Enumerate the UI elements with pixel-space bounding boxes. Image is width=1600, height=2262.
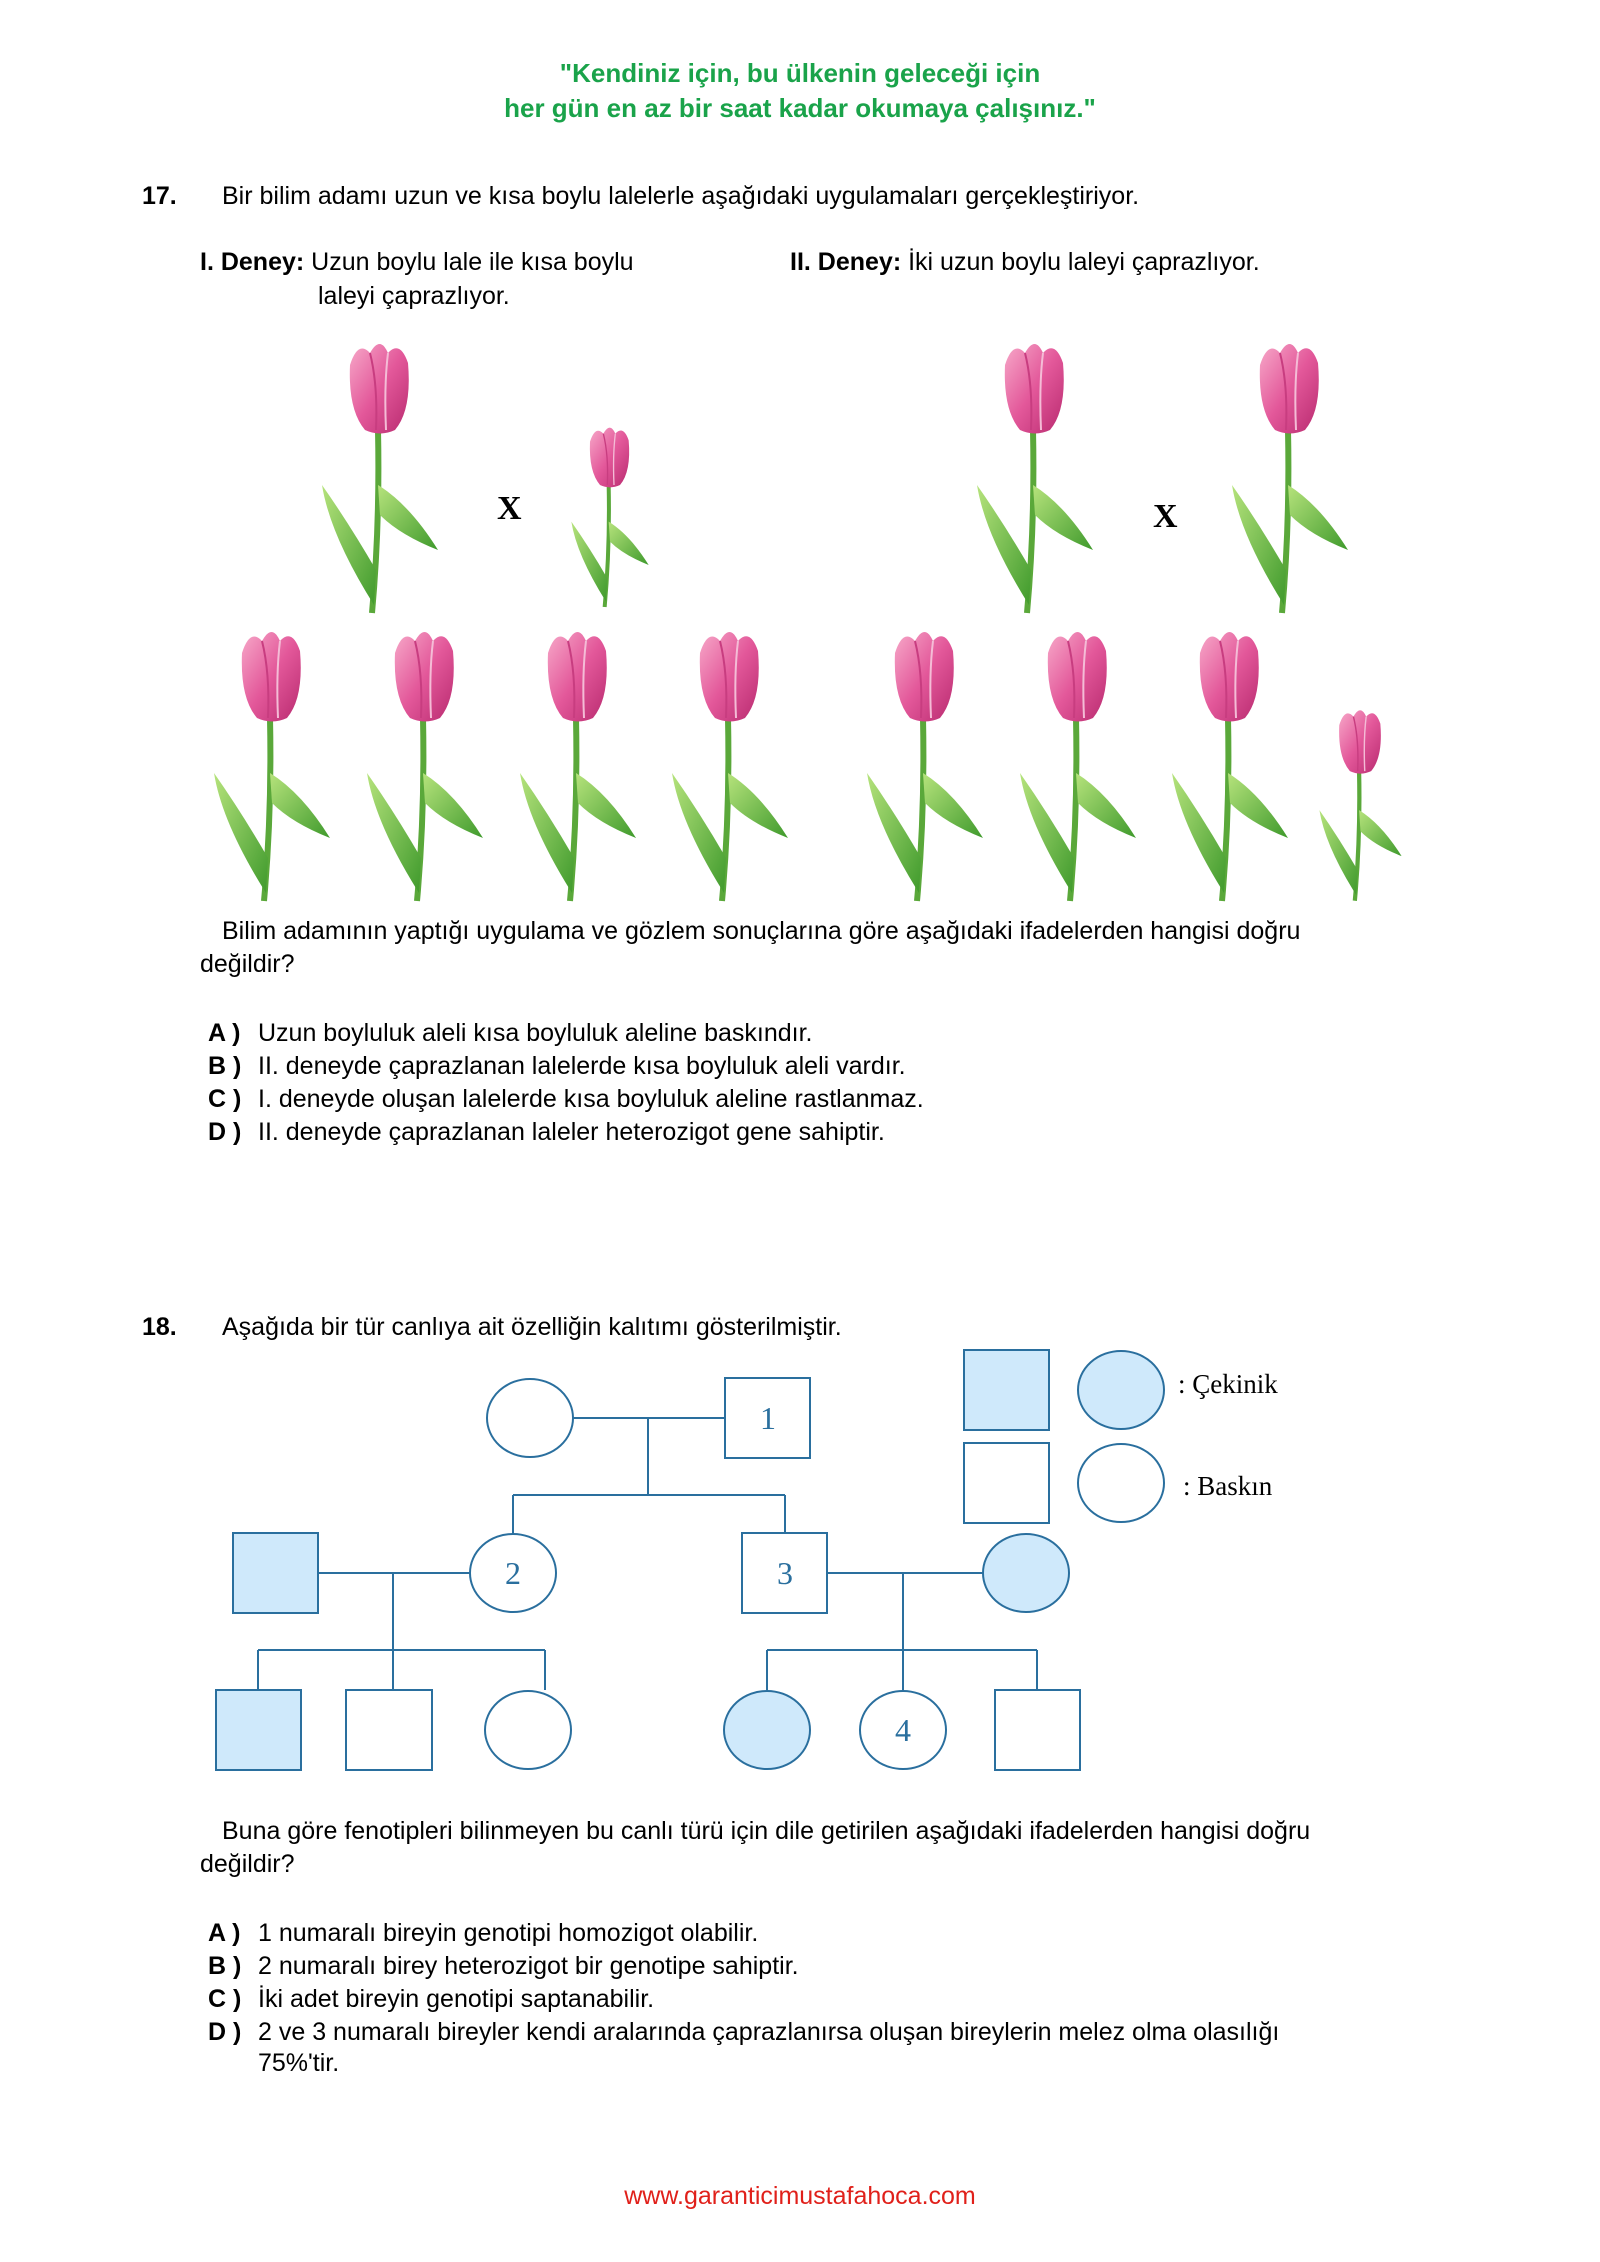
legend-dominant-label: : Baskın: [1183, 1471, 1273, 1501]
exp1-text: Uzun boylu lale ile kısa boylu: [311, 248, 634, 276]
option-text: 1 numaralı bireyin genotipi homozigot ol…: [258, 1919, 759, 1947]
option-text: 2 ve 3 numaralı bireyler kendi aralarınd…: [258, 2018, 1280, 2046]
cross-symbol-2: X: [1153, 498, 1178, 535]
legend-male-dominant: [963, 1442, 1050, 1524]
pedigree-label-3: 3: [777, 1555, 793, 1591]
q17-question-line2: değildir?: [200, 950, 295, 978]
legend-female-dominant: [1077, 1443, 1165, 1523]
cross-symbol-1: X: [497, 490, 522, 527]
q17-number: 17.: [142, 182, 177, 210]
pedigree-female-affected: [982, 1533, 1070, 1613]
footer-url[interactable]: www.garanticimustafahoca.com: [624, 2182, 976, 2210]
q17-option-a[interactable]: A ) Uzun boyluluk aleli kısa boyluluk ale…: [208, 1017, 812, 1050]
option-letter: C ): [208, 1085, 242, 1113]
pedigree-label-1: 1: [760, 1400, 776, 1436]
option-letter: B ): [208, 1952, 242, 1980]
exp2-text: İki uzun boylu laleyi çaprazlıyor.: [908, 248, 1260, 276]
option-letter: C ): [208, 1985, 242, 2013]
q17-question-line1: Bilim adamının yaptığı uygulama ve gözle…: [222, 917, 1301, 945]
option-text: II. deneyde çaprazlanan laleler heterozi…: [258, 1118, 885, 1146]
option-text: 2 numaralı birey heterozigot bir genotip…: [258, 1952, 799, 1980]
q18-option-d[interactable]: D ) 2 ve 3 numaralı bireyler kendi aralar…: [208, 2016, 1279, 2049]
exp1-text-line2: laleyi çaprazlıyor.: [318, 282, 510, 310]
option-letter: B ): [208, 1052, 242, 1080]
pedigree-female-4: [859, 1690, 947, 1770]
exp1-label: I. Deney:: [200, 248, 305, 276]
motto-line-1: "Kendiniz için, bu ülkenin geleceği için: [559, 58, 1041, 88]
pedigree-female-affected: [723, 1690, 811, 1770]
pedigree-label-4: 4: [895, 1712, 911, 1748]
option-text: Uzun boyluluk aleli kısa boyluluk alelin…: [258, 1019, 813, 1047]
pedigree-female-unaffected: [484, 1690, 572, 1770]
legend-recessive-label: : Çekinik: [1178, 1369, 1278, 1399]
option-text: II. deneyde çaprazlanan lalelerde kısa b…: [258, 1052, 906, 1080]
exp2-label: II. Deney:: [790, 248, 902, 276]
q18-question-line2: değildir?: [200, 1850, 295, 1878]
pedigree-male-affected: [215, 1689, 302, 1771]
pedigree-label-2: 2: [505, 1555, 521, 1591]
pedigree-male-3: [741, 1532, 828, 1614]
q17-exp2: II. Deney: İki uzun boylu laleyi çaprazl…: [790, 248, 1260, 277]
option-letter: D ): [208, 2018, 242, 2046]
legend-female-recessive: [1077, 1350, 1165, 1430]
q18-number: 18.: [142, 1313, 177, 1341]
q18-question-line1: Buna göre fenotipleri bilinmeyen bu canl…: [222, 1817, 1311, 1845]
q18-option-b[interactable]: B ) 2 numaralı birey heterozigot bir geno…: [208, 1950, 799, 1983]
option-text: İki adet bireyin genotipi saptanabilir.: [258, 1985, 655, 2013]
q17-option-b[interactable]: B ) II. deneyde çaprazlanan lalelerde kıs…: [208, 1050, 906, 1083]
option-text: I. deneyde oluşan lalelerde kısa boylulu…: [258, 1085, 924, 1113]
q18-stem: Aşağıda bir tür canlıya ait özelliğin ka…: [222, 1313, 842, 1341]
option-letter: A ): [208, 1919, 241, 1947]
pedigree-female-unaffected: [486, 1378, 574, 1458]
option-letter: A ): [208, 1019, 241, 1047]
q17-stem: Bir bilim adamı uzun ve kısa boylu lalel…: [222, 182, 1140, 210]
pedigree-female-2: [469, 1533, 557, 1613]
option-letter: D ): [208, 1118, 242, 1146]
pedigree-male-unaffected: [345, 1689, 433, 1771]
pedigree-male-unaffected: [994, 1689, 1081, 1771]
q18-option-d-line2: 75%'tir.: [258, 2049, 340, 2077]
pedigree-male-1: [724, 1377, 811, 1459]
pedigree-male-affected: [232, 1532, 319, 1614]
legend-male-recessive: [963, 1349, 1050, 1431]
q18-option-c[interactable]: C ) İki adet bireyin genotipi saptanabili…: [208, 1983, 654, 2016]
q18-option-a[interactable]: A ) 1 numaralı bireyin genotipi homozigot…: [208, 1917, 758, 1950]
q17-option-c[interactable]: C ) I. deneyde oluşan lalelerde kısa boyl…: [208, 1083, 924, 1116]
motto-line-2: her gün en az bir saat kadar okumaya çal…: [504, 93, 1096, 123]
q17-option-d[interactable]: D ) II. deneyde çaprazlanan laleler heter…: [208, 1116, 885, 1149]
q17-exp1: I. Deney: Uzun boylu lale ile kısa boylu: [200, 248, 634, 277]
